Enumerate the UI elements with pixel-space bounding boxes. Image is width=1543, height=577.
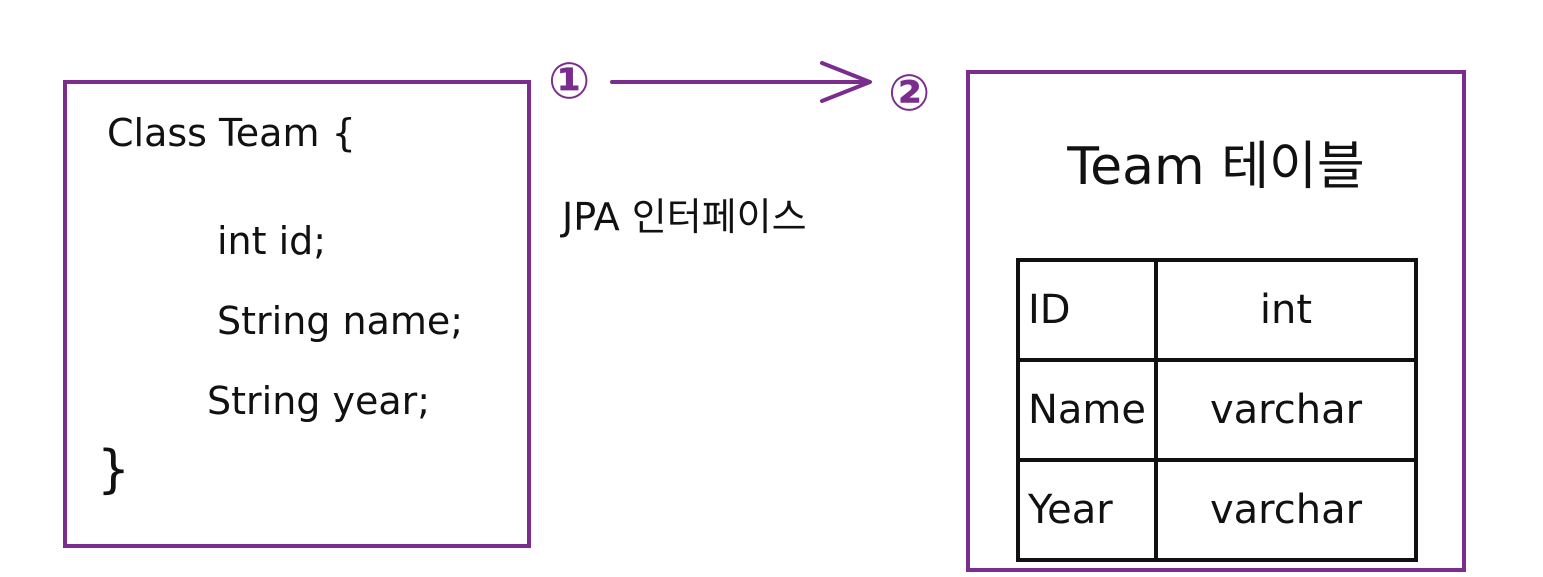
code-line: String name; xyxy=(217,299,464,343)
code-line: Class Team { xyxy=(107,111,356,155)
column-type-cell: varchar xyxy=(1154,358,1418,462)
column-type-cell: int xyxy=(1154,258,1418,362)
code-line: } xyxy=(97,440,131,500)
step-marker-2: ② xyxy=(888,64,931,122)
table-row: ID int xyxy=(1015,258,1418,362)
arrow-right-icon xyxy=(610,61,872,103)
code-line: int id; xyxy=(217,219,327,263)
class-box: Class Team { int id; String name; String… xyxy=(63,80,531,548)
column-name-cell: ID xyxy=(1015,258,1159,362)
table-title: Team 테이블 xyxy=(1067,137,1365,197)
column-name-cell: Year xyxy=(1015,458,1159,562)
code-line: String year; xyxy=(207,379,431,423)
column-type-cell: varchar xyxy=(1154,458,1418,562)
arrow-head xyxy=(820,61,872,103)
table-box: Team 테이블 ID int Name varchar Year varcha… xyxy=(966,70,1466,572)
arrow-label: JPA 인터페이스 xyxy=(562,195,807,239)
schema-table: ID int Name varchar Year varchar xyxy=(1015,258,1418,562)
step-marker-1: ① xyxy=(548,52,591,110)
column-name-cell: Name xyxy=(1015,358,1159,462)
table-row: Year varchar xyxy=(1015,458,1418,562)
table-row: Name varchar xyxy=(1015,358,1418,462)
